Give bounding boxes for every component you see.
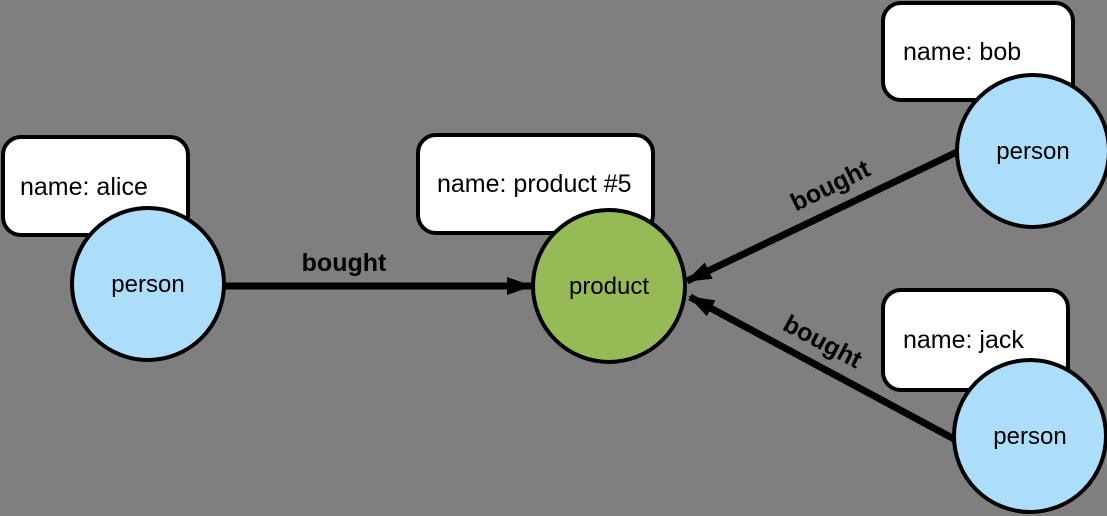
node-bob: name: bob person xyxy=(881,1,1107,229)
product-circle xyxy=(531,208,687,364)
property-text-bob: name: bob xyxy=(903,38,1021,66)
edge-line-bob-bought xyxy=(685,148,959,285)
edge-bob-product: bought xyxy=(685,148,959,285)
property-text-alice: name: alice xyxy=(20,173,148,201)
property-text-jack: name: jack xyxy=(903,326,1024,354)
node-label-jack: person xyxy=(993,423,1066,450)
node-alice: name: alice person xyxy=(1,135,226,362)
person-circle-jack xyxy=(952,358,1107,514)
node-label-bob: person xyxy=(996,138,1069,165)
person-circle-bob xyxy=(955,73,1107,229)
node-product: name: product #5 product xyxy=(416,133,687,364)
edge-label-bought: bought xyxy=(786,154,875,217)
person-circle-alice xyxy=(70,206,226,362)
node-label-alice: person xyxy=(111,271,184,298)
edge-line-jack-bought xyxy=(688,293,958,444)
property-card-product xyxy=(416,133,655,235)
property-text-product: name: product #5 xyxy=(437,170,632,198)
edge-label-bought: bought xyxy=(302,249,387,277)
edge-alice-product: bought xyxy=(224,249,533,295)
node-jack: name: jack person xyxy=(881,288,1107,514)
node-label-product: product xyxy=(569,273,649,300)
